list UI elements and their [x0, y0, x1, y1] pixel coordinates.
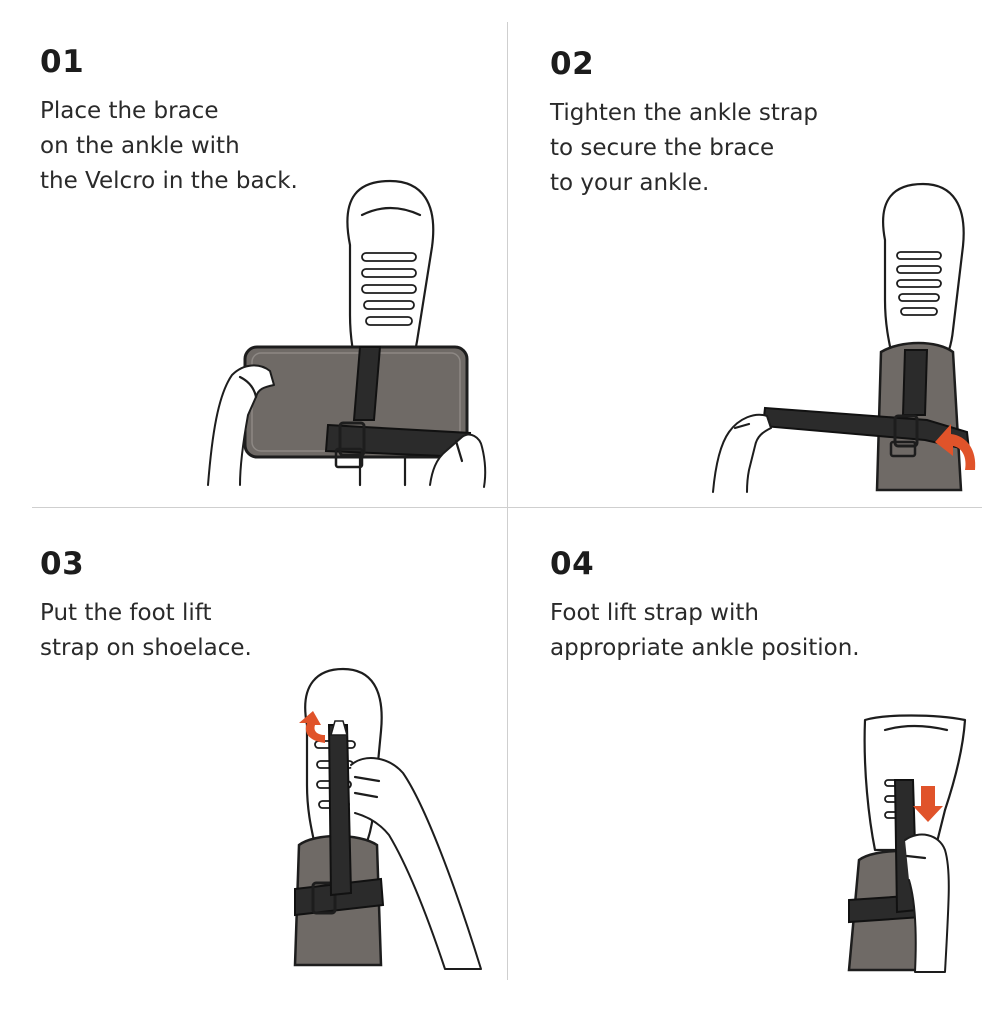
- step-description-line: Place the brace: [40, 98, 219, 124]
- step-number: 01: [40, 44, 85, 80]
- step-description-line: appropriate ankle position.: [550, 635, 860, 661]
- step-description-line: to your ankle.: [550, 170, 710, 196]
- step-04: 04 Foot lift strap with appropriate ankl…: [550, 544, 1000, 1024]
- step-03: 03 Put the foot lift strap on shoelace.: [40, 544, 510, 1024]
- horizontal-divider: [32, 507, 982, 508]
- step-02: 02 Tighten the ankle strap to secure the…: [550, 44, 1000, 524]
- vertical-divider: [507, 22, 508, 980]
- step-number: 04: [550, 546, 595, 582]
- vertical-strap: [352, 346, 382, 421]
- step-description-line: Put the foot lift: [40, 600, 212, 626]
- curved-arrow-icon: [935, 424, 976, 470]
- step-description: Foot lift strap with appropriate ankle p…: [550, 596, 1000, 666]
- step-01: 01 Place the brace on the ankle with the…: [40, 42, 510, 522]
- hand-icon: [904, 833, 950, 973]
- left-hand-icon: [207, 364, 275, 486]
- step-description-line: the Velcro in the back.: [40, 168, 298, 194]
- step-description: Place the brace on the ankle with the Ve…: [40, 94, 510, 199]
- foot-lift-illustration: [835, 710, 975, 975]
- step-description-line: strap on shoelace.: [40, 635, 252, 661]
- shoelace-strap-illustration: [285, 665, 485, 975]
- ankle-strap-illustration: [705, 180, 995, 495]
- curved-arrow-icon: [299, 711, 325, 743]
- step-number: 03: [40, 546, 85, 582]
- step-description: Tighten the ankle strap to secure the br…: [550, 96, 1000, 201]
- right-hand-icon: [429, 433, 487, 488]
- step-description-line: Tighten the ankle strap: [550, 100, 819, 126]
- hand-icon: [350, 757, 482, 970]
- foot-lift-strap: [327, 724, 353, 897]
- down-arrow-icon: [913, 786, 943, 822]
- brace-placement-illustration: [200, 175, 500, 495]
- step-number: 02: [550, 46, 595, 82]
- hand-icon: [712, 413, 772, 493]
- step-description-line: Foot lift strap with: [550, 600, 759, 626]
- step-description-line: on the ankle with: [40, 133, 240, 159]
- step-description-line: to secure the brace: [550, 135, 775, 161]
- step-description: Put the foot lift strap on shoelace.: [40, 596, 510, 666]
